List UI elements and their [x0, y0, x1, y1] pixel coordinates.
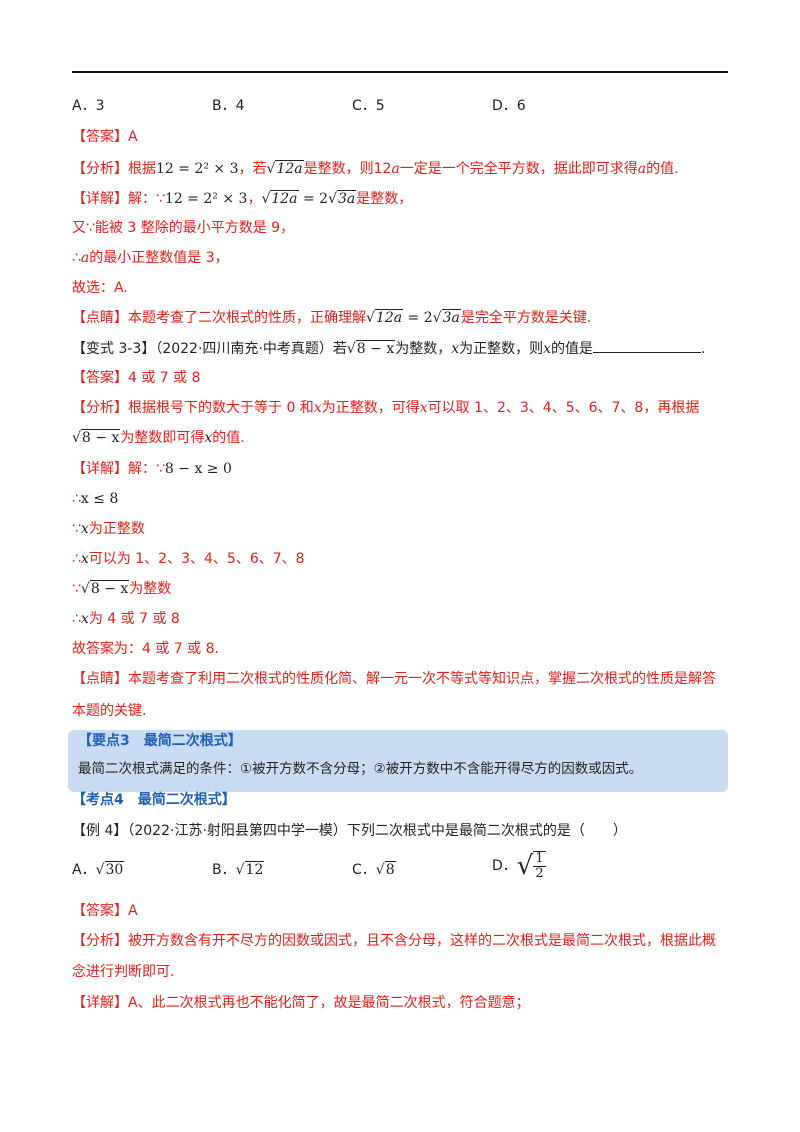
detail-1-line3: ∴a的最小正整数值是 3， [72, 250, 229, 266]
detail-2-line7: 故答案为：4 或 7 或 8. [72, 641, 219, 657]
analysis-1: 【分析】根据12 = 2² × 3，若√12a是整数，则12a一定是一个完全平方… [72, 160, 679, 177]
keypoint-title: 【要点3 最简二次根式】 [78, 733, 242, 749]
answer-blank [593, 338, 702, 353]
comment-2-line1: 【点睛】本题考查了利用二次根式的性质化简、解一元一次不等式等知识点，掌握二次根式… [72, 671, 716, 687]
detail-2-line5: ∵√8 − x为整数 [72, 580, 172, 597]
comment-1: 【点睛】本题考查了二次根式的性质，正确理解√12a = 2√3a是完全平方数是关… [72, 309, 592, 326]
answer-1: 【答案】A [72, 129, 138, 145]
option-c: C．5 [352, 98, 385, 114]
detail-2-line2: ∴x ≤ 8 [72, 491, 119, 507]
variant-question: 【变式 3-3】（2022·四川南充·中考真题）若√8 − x为整数，x为正整数… [72, 338, 705, 359]
option-d: D．6 [492, 98, 526, 114]
detail-2-line6: ∴x为 4 或 7 或 8 [72, 611, 180, 627]
exam-point-title: 【考点4 最简二次根式】 [72, 792, 236, 808]
analysis-3-line1: 【分析】被开方数含有开不尽方的因数或因式，且不含分母，这样的二次根式是最简二次根… [72, 933, 716, 949]
example-option-b: B．√12 [212, 861, 265, 878]
analysis-2-line2: √8 − x为整数即可得x的值. [72, 429, 245, 446]
answer-2: 【答案】4 或 7 或 8 [72, 370, 201, 386]
example-option-a: A．√30 [72, 861, 125, 878]
option-b: B．4 [212, 98, 245, 114]
example-question: 【例 4】（2022·江苏·射阳县第四中学一模）下列二次根式中是最简二次根式的是… [72, 823, 627, 839]
detail-3-line1: 【详解】A、此二次根式再也不能化简了，故是最简二次根式，符合题意； [72, 995, 530, 1011]
detail-2-line4: ∴x可以为 1、2、3、4、5、6、7、8 [72, 551, 305, 567]
detail-2-line1: 【详解】解：∵8 − x ≥ 0 [72, 461, 232, 477]
option-a: A．3 [72, 98, 105, 114]
example-option-c: C．√8 [352, 861, 396, 878]
detail-1-line2: 又∵能被 3 整除的最小平方数是 9， [72, 220, 295, 236]
keypoint-text: 最简二次根式满足的条件：①被开方数不含分母；②被开方数中不含能开得尽方的因数或因… [78, 761, 643, 777]
analysis-3-line2: 念进行判断即可. [72, 964, 175, 980]
detail-1: 【详解】解：∵12 = 2² × 3，√12a = 2√3a是整数， [72, 190, 413, 207]
top-rule [72, 71, 728, 73]
answer-3: 【答案】A [72, 903, 138, 919]
analysis-2-line1: 【分析】根据根号下的数大于等于 0 和x为正整数，可得x可以取 1、2、3、4、… [72, 400, 700, 416]
comment-2-line2: 本题的关键. [72, 703, 147, 719]
detail-1-line4: 故选：A. [72, 280, 128, 296]
keypoint-box [68, 730, 728, 792]
detail-2-line3: ∵x为正整数 [72, 521, 145, 537]
